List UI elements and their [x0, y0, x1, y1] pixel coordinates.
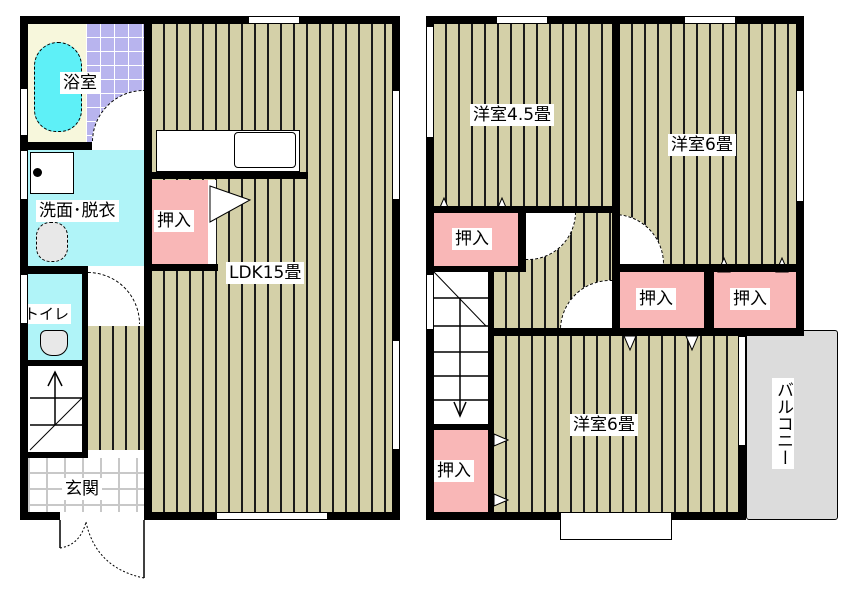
- window-ldk-top[interactable]: [248, 16, 300, 24]
- closet-d-label: 押入: [434, 460, 474, 482]
- window-toilet[interactable]: [20, 274, 28, 324]
- window-6-north-top[interactable]: [684, 16, 736, 24]
- window-stairs[interactable]: [426, 274, 434, 330]
- window-washroom[interactable]: [20, 150, 28, 200]
- wall2-stair-bottom: [426, 424, 494, 430]
- stairs-down: [434, 272, 488, 424]
- wall2-closets-bottom: [612, 328, 804, 336]
- toilet-icon: [40, 330, 68, 356]
- wall-bath-bottom: [20, 142, 92, 150]
- western-room-6-south-label: 洋室6畳: [570, 414, 638, 436]
- hallway-floor: [88, 326, 144, 450]
- toilet-door-swing: [88, 272, 140, 324]
- wall2-closet-a-bottom: [426, 266, 526, 272]
- window-bath[interactable]: [20, 88, 28, 136]
- entrance-door-opening[interactable]: [60, 512, 144, 520]
- wall-toilet-bottom: [20, 360, 88, 366]
- closet-a-label: 押入: [452, 228, 492, 250]
- closet-bottom-wall: [148, 264, 218, 271]
- kitchen-counter-wall: [152, 172, 308, 179]
- window-ldk-right-upper[interactable]: [392, 90, 400, 200]
- kitchen-sink-icon: [234, 132, 296, 168]
- wall-wash-bottom: [20, 266, 88, 274]
- window-4-5-top[interactable]: [496, 16, 548, 24]
- washing-machine-icon: [33, 168, 42, 177]
- wall-toilet-right: [82, 266, 88, 364]
- wall-right: [392, 16, 400, 520]
- stairs-up: [28, 366, 82, 452]
- wall2-stair-right: [488, 272, 494, 512]
- ldk-closet-label: 押入: [154, 210, 194, 232]
- western-room-6-north-label: 洋室6畳: [668, 134, 736, 156]
- washroom-label: 洗面･脱衣: [36, 200, 119, 222]
- window-ldk-right-lower[interactable]: [392, 340, 400, 450]
- window-6-south-balcony-door[interactable]: [738, 336, 746, 446]
- window-4-5-left[interactable]: [426, 26, 434, 138]
- wall-stair-right: [82, 360, 88, 456]
- closet-b-label: 押入: [636, 288, 676, 310]
- wall2-closet-a-right: [518, 206, 526, 272]
- ldk-closet-door: [208, 180, 216, 264]
- wall2-divider-rooms: [612, 16, 620, 334]
- wash-basin-icon: [36, 222, 68, 262]
- bath-label: 浴室: [60, 72, 100, 94]
- window-6-south-bottom[interactable]: [560, 512, 672, 540]
- wall2-6s-top: [488, 328, 620, 336]
- entrance-label: 玄関: [62, 478, 102, 500]
- wall-stair-bottom: [20, 452, 88, 458]
- closet-c-label: 押入: [730, 288, 770, 310]
- western-room-4-5-label: 洋室4.5畳: [470, 104, 555, 126]
- window-6-north-right[interactable]: [796, 90, 804, 202]
- ldk-label: LDK15畳: [226, 262, 305, 284]
- wall-inner-vertical: [144, 16, 152, 520]
- wall2-closet-bc-divider: [704, 264, 714, 334]
- toilet-label: トイレ: [22, 304, 72, 324]
- window-ldk-bottom[interactable]: [216, 512, 328, 520]
- wall-bottom: [20, 512, 400, 520]
- balcony-label: バルコニー: [772, 378, 794, 469]
- wall-top: [20, 16, 400, 24]
